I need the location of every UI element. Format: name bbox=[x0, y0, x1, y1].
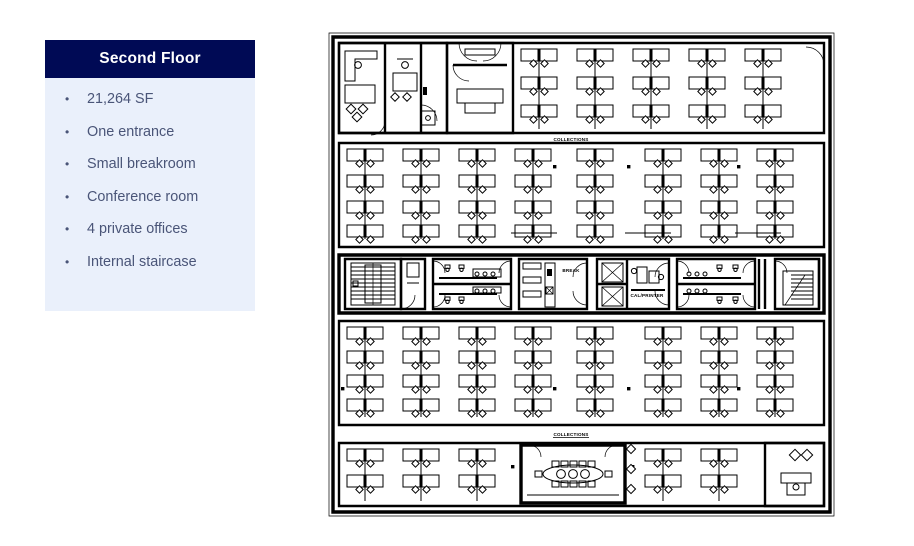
bullet-marker-icon: • bbox=[65, 189, 70, 204]
internal-staircase bbox=[343, 257, 403, 311]
list-item: • 4 private offices bbox=[45, 222, 255, 255]
list-item: • Small breakroom bbox=[45, 157, 255, 190]
feature-bullet-list: • 21,264 SF • One entrance • Small break… bbox=[45, 78, 255, 287]
page-title: Second Floor bbox=[99, 50, 201, 67]
room-label-text: COLLECTIONS bbox=[553, 432, 588, 437]
list-item: • Internal staircase bbox=[45, 253, 255, 288]
cubicle-cluster-top-right bbox=[521, 49, 781, 129]
bullet-marker-icon: • bbox=[65, 124, 70, 139]
list-item-label: Conference room bbox=[87, 188, 199, 205]
room-label-collections-upper: COLLECTIONS bbox=[553, 137, 589, 143]
corner-office bbox=[763, 441, 826, 508]
list-item-label: 4 private offices bbox=[87, 221, 188, 237]
zone-second-cubicles bbox=[337, 141, 826, 249]
break-room: BREAK bbox=[517, 257, 589, 311]
list-item: • 21,264 SF bbox=[45, 92, 255, 125]
list-item: • Conference room bbox=[45, 188, 255, 223]
list-item-label: Small breakroom bbox=[87, 156, 196, 172]
bullet-marker-icon: • bbox=[65, 157, 70, 171]
room-label-text: COLLECTIONS bbox=[553, 137, 588, 142]
list-item-label: Internal staircase bbox=[87, 253, 197, 270]
conference-room bbox=[519, 443, 627, 505]
zone-bottom-cubicles bbox=[337, 441, 826, 508]
zone-building-core: BREAK bbox=[337, 253, 826, 315]
list-item-label: 21,264 SF bbox=[87, 91, 154, 107]
bullet-marker-icon: • bbox=[65, 222, 70, 236]
zone-third-cubicles bbox=[337, 319, 826, 427]
entrance-vestibule bbox=[445, 41, 515, 135]
elevator-bank: CAL/PRINTER bbox=[595, 257, 671, 311]
list-item: • One entrance bbox=[45, 123, 255, 158]
room-label-collections-lower: COLLECTIONS bbox=[553, 432, 589, 438]
restroom-block-left bbox=[431, 257, 513, 311]
room-label-text: CAL/PRINTER bbox=[630, 293, 664, 298]
bullet-marker-icon: • bbox=[65, 254, 70, 269]
zone-top-cubicles bbox=[337, 41, 826, 136]
panel-header: Second Floor bbox=[45, 40, 255, 78]
second-floor-info-panel: Second Floor • 21,264 SF • One entrance … bbox=[45, 40, 255, 311]
room-label-text: BREAK bbox=[562, 268, 580, 273]
list-item-label: One entrance bbox=[87, 123, 175, 140]
floor-plan-svg: COLLECTIONS bbox=[328, 32, 835, 517]
secondary-staircase bbox=[773, 257, 821, 311]
floor-plan-drawing: COLLECTIONS bbox=[325, 25, 840, 525]
service-closet bbox=[399, 257, 427, 311]
side-seating bbox=[625, 443, 637, 495]
restroom-block-right bbox=[675, 257, 767, 311]
bullet-marker-icon: • bbox=[65, 92, 70, 106]
